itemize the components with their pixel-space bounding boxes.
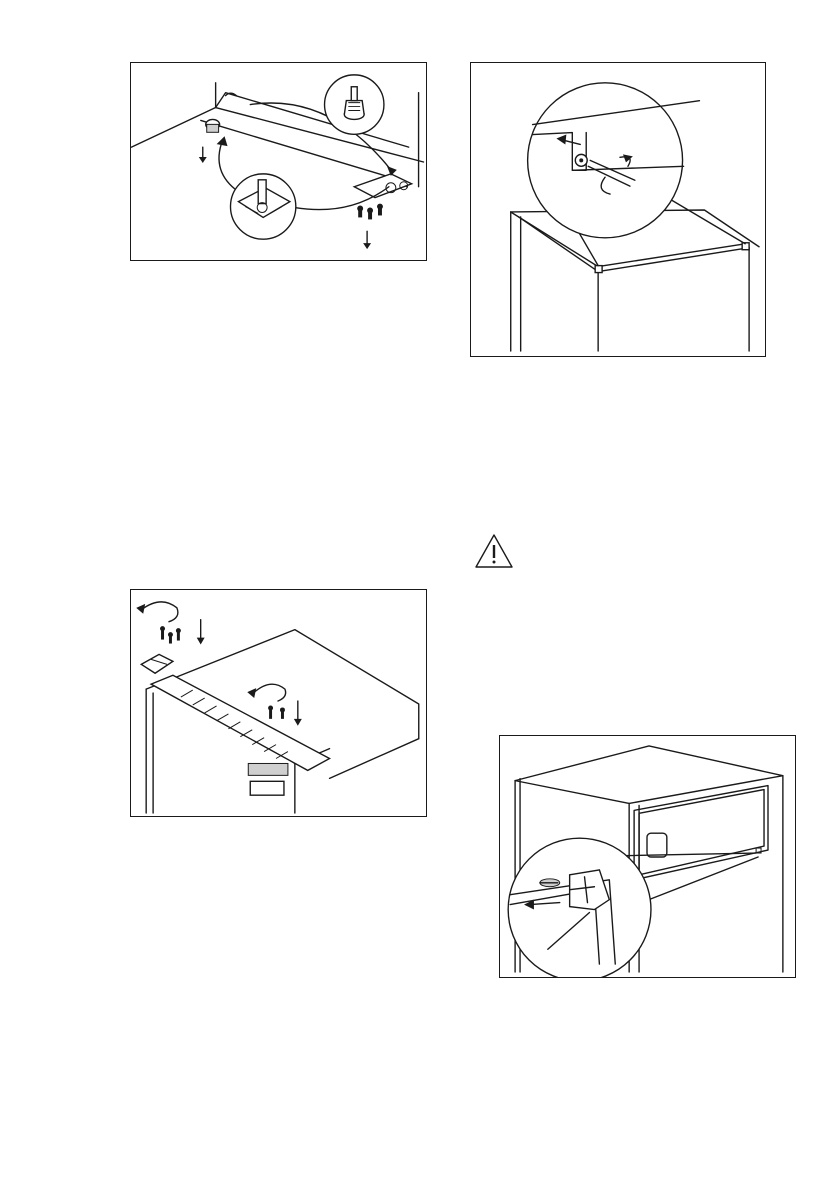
page-footer-fragment (0, 1184, 140, 1192)
top-hinge-removal-illustration (131, 590, 426, 816)
figure-top-hinge (130, 589, 427, 817)
hinge-removal-illustration (131, 63, 426, 260)
figure-top-cover (470, 62, 766, 357)
figure-handle-clip (499, 735, 796, 978)
warning-triangle-icon (474, 533, 514, 569)
figure-bottom-hinge (130, 62, 427, 261)
clip-slide-illustration (500, 736, 795, 977)
screwdriver-rotate-illustration (471, 63, 765, 356)
